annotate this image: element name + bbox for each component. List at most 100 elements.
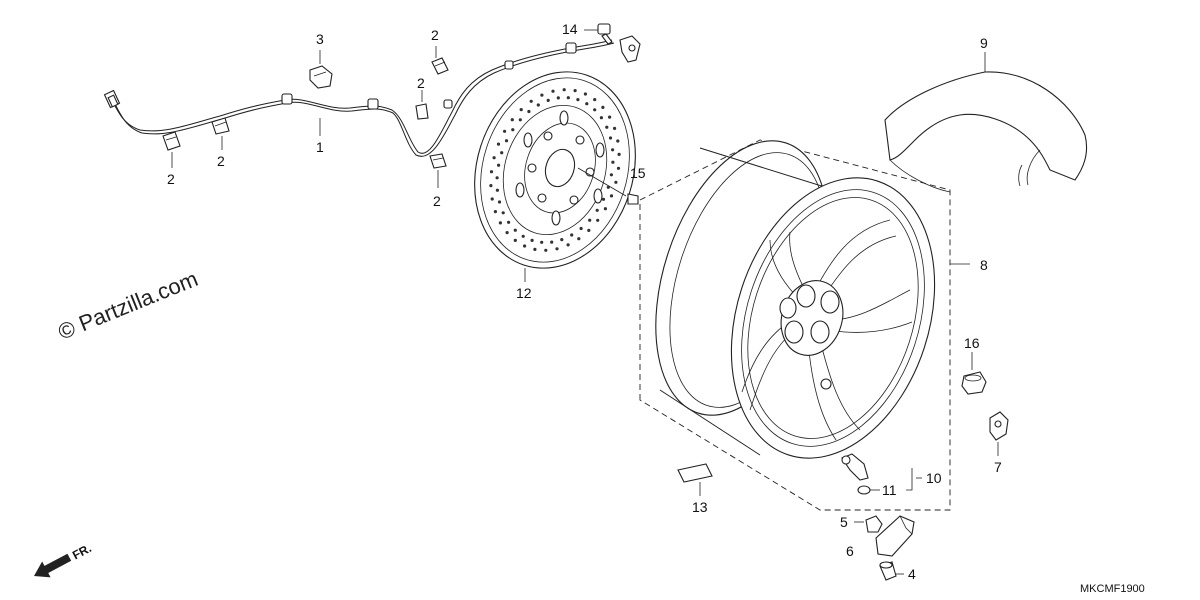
callout-1: 1 <box>316 139 324 155</box>
disc-hole <box>588 218 592 222</box>
diagram-code: MKCMF1900 <box>1080 583 1145 595</box>
wheel-assembly-outline <box>639 139 951 511</box>
disc-hole <box>498 221 502 225</box>
disc-hole <box>533 247 537 251</box>
callout-2-left-low: 2 <box>167 171 175 187</box>
cast-wheel[interactable] <box>624 119 969 485</box>
callout-6: 6 <box>846 543 854 559</box>
disc-hole <box>496 142 501 146</box>
disc-hole <box>603 207 608 211</box>
disc-hole <box>492 156 496 160</box>
disc-hole <box>576 98 580 102</box>
disc-hole <box>518 118 522 122</box>
clamp-2-top[interactable] <box>431 57 449 75</box>
disc-hole <box>616 166 621 170</box>
disc-hole <box>611 148 615 152</box>
nut-16[interactable] <box>961 371 987 395</box>
disc-hole <box>605 125 609 129</box>
disc-hole <box>556 96 560 100</box>
disc-hole <box>616 139 620 143</box>
tire[interactable] <box>884 71 1088 193</box>
disc-hole <box>546 98 550 102</box>
watermark: © Partzilla.com <box>55 266 202 345</box>
disc-hole <box>583 92 588 96</box>
callout-16: 16 <box>964 335 980 351</box>
disc-hole <box>570 233 574 237</box>
o-ring-11[interactable] <box>857 485 871 495</box>
disc-hole <box>505 231 509 235</box>
callout-11: 11 <box>882 482 897 498</box>
disc-hole <box>577 237 581 241</box>
callout-2-left-mid: 2 <box>217 153 225 169</box>
disc-hole <box>513 228 517 232</box>
disc-hole <box>555 247 559 251</box>
disc-hole <box>529 99 533 103</box>
disc-hole <box>609 194 614 198</box>
harness-clip-3[interactable] <box>309 65 333 89</box>
disc-hole <box>551 89 555 93</box>
disc-hole <box>507 220 511 224</box>
disc-hole <box>490 197 494 201</box>
callout-2-mid: 2 <box>417 75 425 91</box>
disc-hole <box>611 160 615 164</box>
disc-hole <box>579 226 583 231</box>
callout-15: 15 <box>630 165 646 181</box>
disc-hole <box>523 244 527 248</box>
disc-hole <box>503 129 507 133</box>
callout-13: 13 <box>692 499 708 515</box>
callout-9: 9 <box>980 35 988 51</box>
disc-hole <box>566 243 570 247</box>
disc-hole <box>596 218 600 222</box>
disc-hole <box>550 240 554 244</box>
disc-hole <box>495 188 499 192</box>
disc-hole <box>566 96 570 100</box>
bolt-14[interactable] <box>597 23 613 45</box>
clamp-2-low[interactable] <box>429 153 447 169</box>
disc-hole <box>497 200 502 204</box>
disc-hole <box>497 163 501 167</box>
disc-hole <box>495 176 499 180</box>
disc-hole <box>608 115 612 119</box>
disc-bolt-15[interactable] <box>577 167 639 205</box>
brake-disc[interactable] <box>450 51 660 289</box>
callout-4: 4 <box>908 566 916 582</box>
clamp-2-left-mid[interactable] <box>211 117 230 135</box>
disc-hole <box>521 234 525 238</box>
disc-hole <box>609 173 614 177</box>
tpms-bracket-7[interactable] <box>989 411 1009 441</box>
callout-8: 8 <box>980 257 988 273</box>
disc-hole <box>540 93 544 97</box>
disc-hole <box>608 136 613 140</box>
disc-hole <box>562 88 566 92</box>
disc-hole <box>587 228 591 232</box>
callout-7: 7 <box>994 459 1002 475</box>
front-direction-arrow: FR. <box>34 541 94 578</box>
disc-hole <box>599 116 604 120</box>
disc-hole <box>613 126 617 130</box>
disc-hole <box>614 180 618 184</box>
valve-cap-4[interactable] <box>879 561 897 581</box>
tpms-sensor-6[interactable] <box>875 515 915 557</box>
disc-hole <box>500 151 504 155</box>
grommet-5[interactable] <box>865 515 883 533</box>
disc-hole <box>510 118 514 122</box>
clamp-2-mid[interactable] <box>415 103 429 120</box>
disc-hole <box>493 210 497 214</box>
disc-hole <box>593 98 597 102</box>
wheel-speed-sensor-harness[interactable] <box>103 35 641 157</box>
disc-hole <box>573 89 577 93</box>
callout-2-low: 2 <box>433 193 441 209</box>
disc-hole <box>530 238 534 242</box>
disc-hole <box>601 197 606 201</box>
disc-hole <box>489 170 494 174</box>
callout-10: 10 <box>926 470 942 486</box>
balance-weight-13[interactable] <box>677 463 713 483</box>
disc-hole <box>601 105 605 109</box>
clamp-2-left-low[interactable] <box>162 131 181 151</box>
callout-5: 5 <box>840 514 848 530</box>
disc-drill-holes <box>489 88 621 252</box>
valve-stem-10[interactable] <box>841 453 869 481</box>
leader-lines <box>171 29 999 575</box>
callout-12: 12 <box>516 285 532 301</box>
